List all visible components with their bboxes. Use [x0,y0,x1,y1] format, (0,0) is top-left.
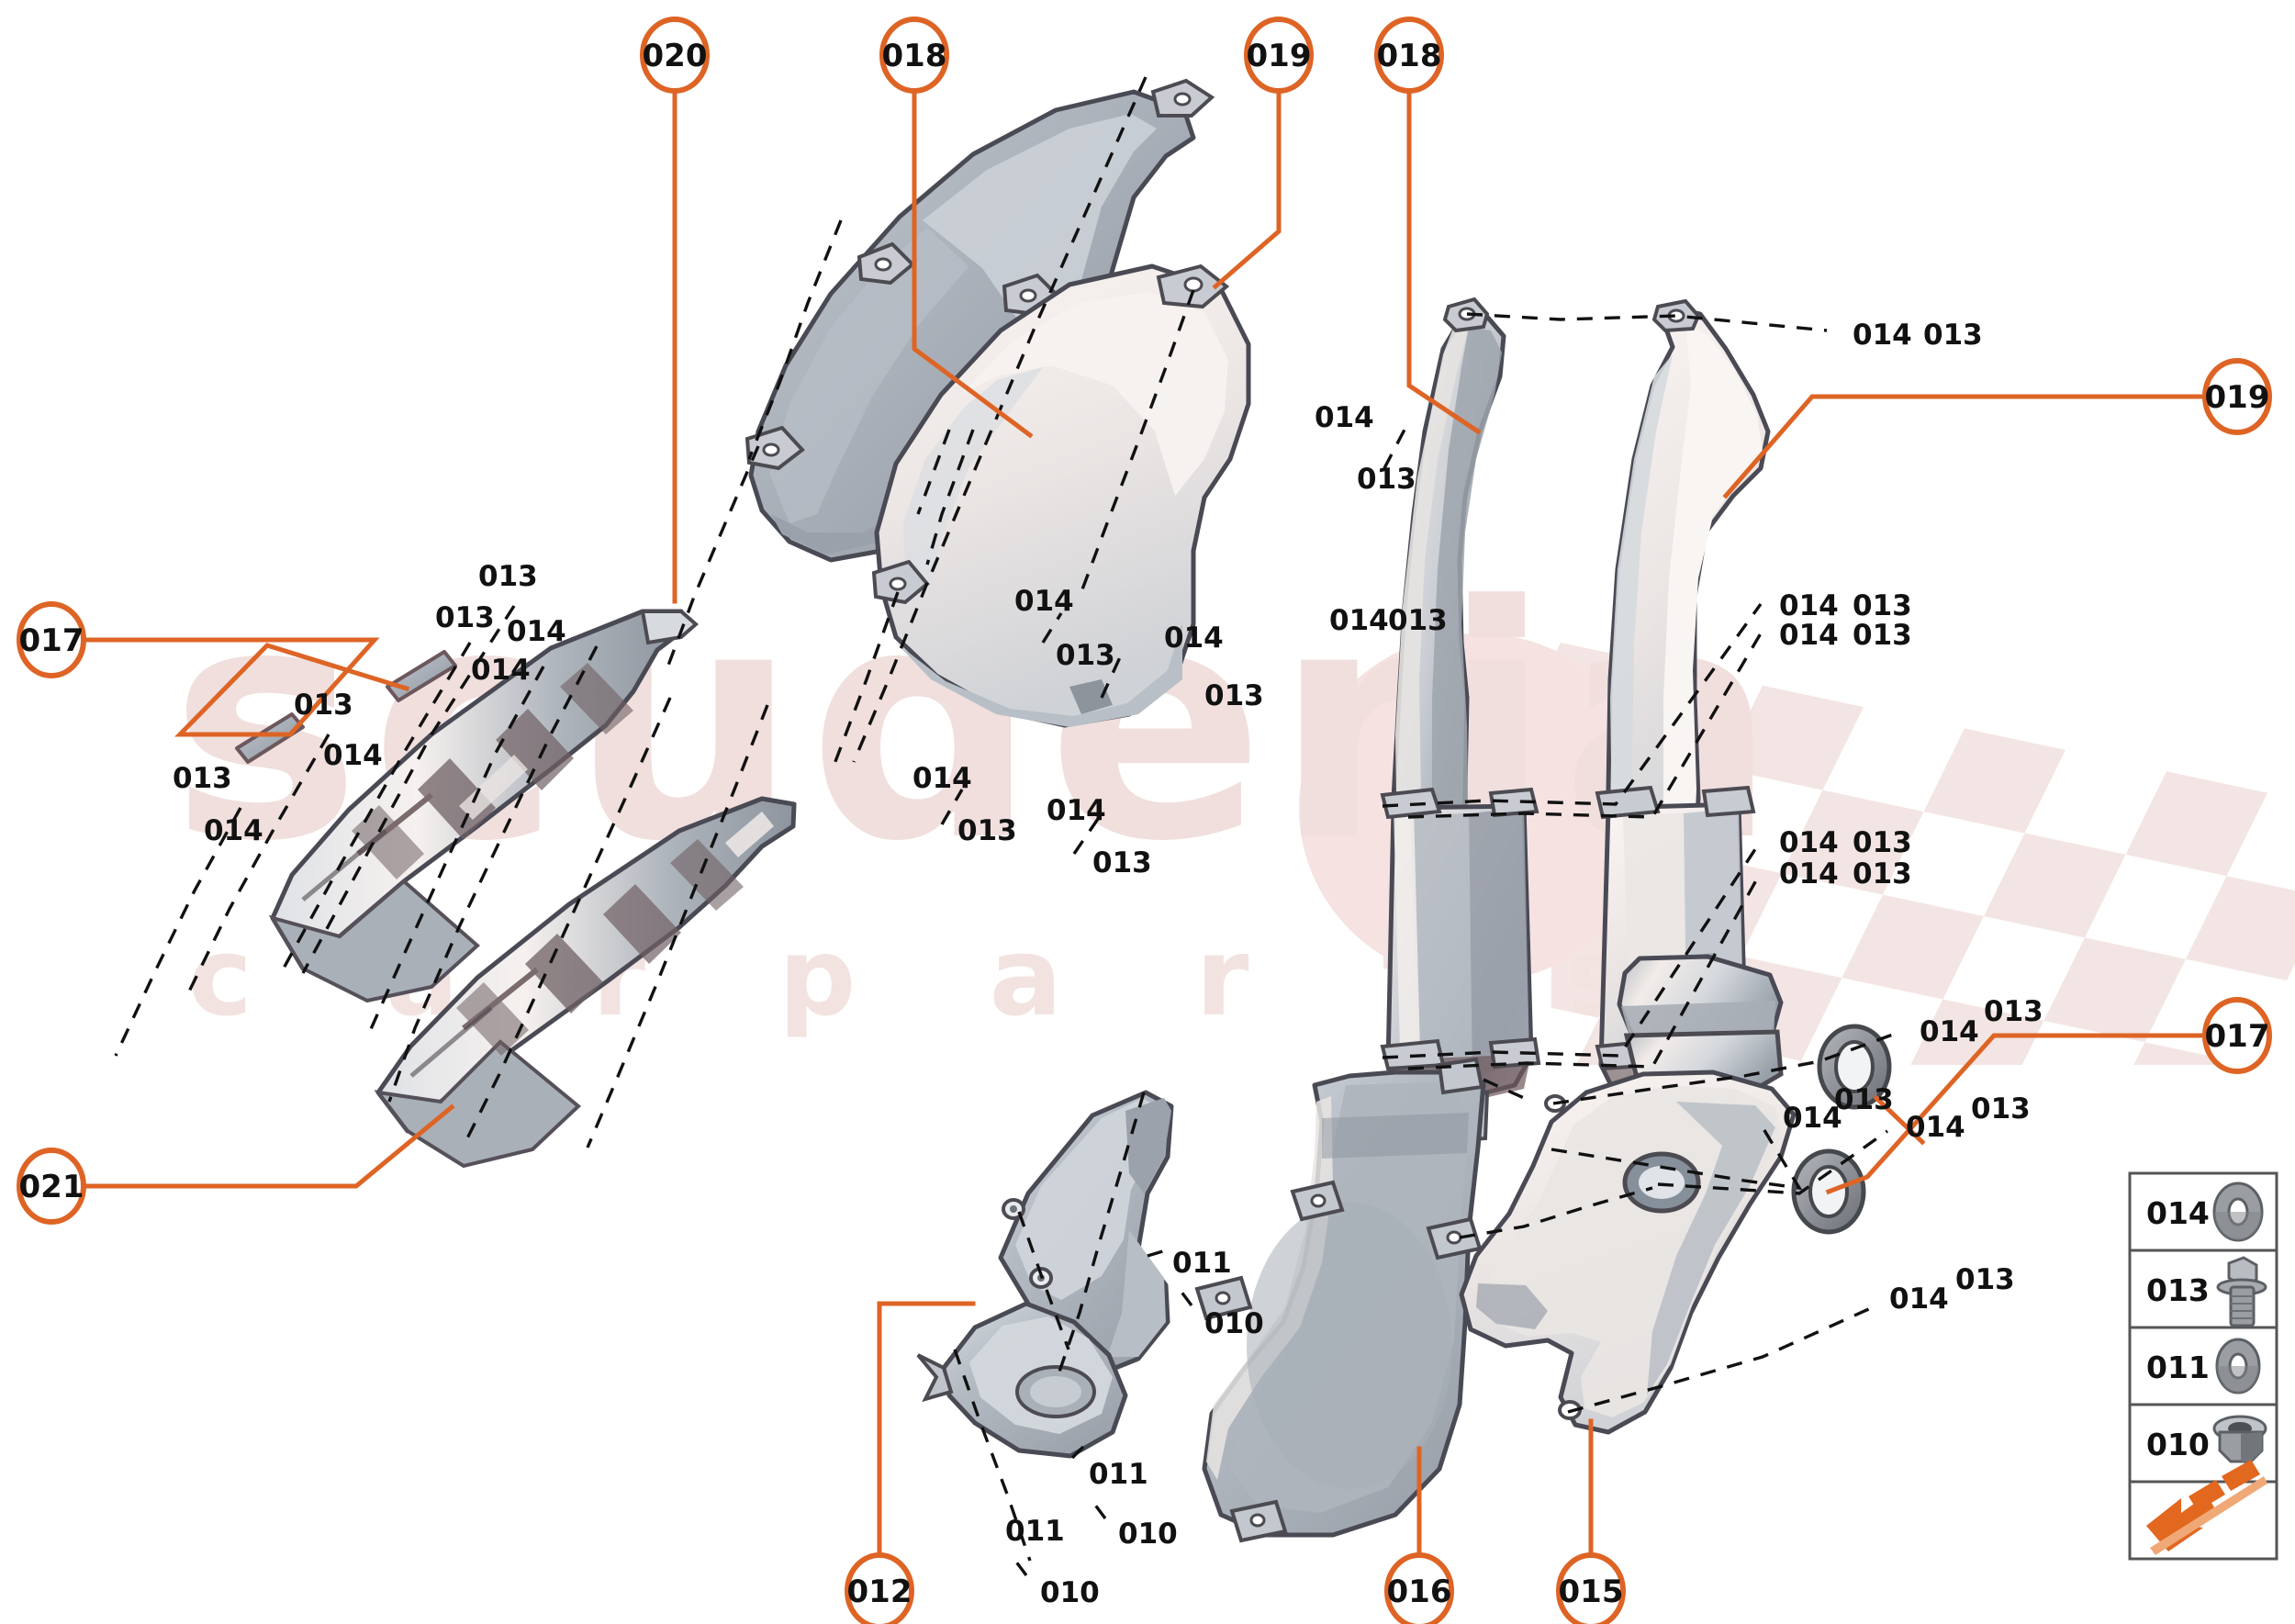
ref-label: 014 [507,615,566,648]
callout-019b[interactable]: 019 [2202,358,2272,435]
legend-row-014-label: 014 [2146,1195,2210,1231]
ref-label: 014 [1329,604,1389,637]
part-020-tip [640,610,700,645]
ref-label: 013 [1388,604,1448,637]
legend-row-011-label: 011 [2146,1350,2210,1385]
ref-label: 014 [471,654,531,687]
ref-label: 014 [1779,589,1839,622]
leader-017b [1825,1033,2206,1195]
ref-label: 014 [1779,857,1839,890]
part-018-upper-shield [744,78,1215,563]
ref-label: 011 [1089,1458,1148,1491]
ref-label: 014 [912,762,972,795]
ref-label: 014 [323,739,383,772]
ref-label: 013 [1853,826,1912,859]
callout-018a-label: 018 [882,38,947,74]
ref-label: 010 [1204,1307,1264,1340]
callout-021[interactable]: 021 [17,1148,86,1225]
ref-label: 013 [1853,857,1912,890]
ref-label: 014 [1315,401,1374,434]
ref-label: 013 [1971,1092,2031,1126]
ref-label: 011 [1005,1515,1065,1548]
ref-label: 014 [1906,1111,1965,1144]
ref-label: 014 [1779,826,1839,859]
callout-019a[interactable]: 019 [1244,17,1314,94]
ref-label: 013 [294,689,353,722]
leader-018a [912,85,1034,439]
callout-021-label: 021 [19,1169,84,1205]
ref-label: 014 [1920,1015,1979,1048]
ref-label: 013 [1984,995,2043,1028]
legend-row-010-label: 010 [2146,1427,2210,1462]
flange-bolt-icon [2216,1256,2267,1327]
callout-015-label: 015 [1559,1574,1624,1610]
orange-arrow-icon [2146,1460,2267,1555]
part-016-large-duct [1194,1057,1486,1543]
callout-017a[interactable]: 017 [17,601,86,678]
ref-label: 014 [1889,1282,1949,1316]
ref-label: 013 [478,560,538,593]
callout-018a[interactable]: 018 [879,17,949,94]
part-012-small-duct [916,1090,1174,1459]
callout-017b[interactable]: 017 [2202,997,2272,1074]
callout-018b[interactable]: 018 [1374,17,1444,94]
ref-label: 014 [1164,622,1224,655]
ref-label: 014 [1783,1102,1842,1135]
ref-label: 010 [1118,1518,1178,1551]
ref-label: 013 [1056,639,1115,672]
flange-nut-icon [2212,1415,2267,1463]
leader-012 [877,1301,976,1561]
callout-018b-label: 018 [1377,38,1442,74]
ref-label: 010 [1040,1576,1100,1609]
callout-020-label: 020 [643,38,708,74]
callout-016-label: 016 [1387,1574,1452,1610]
callout-017a-label: 017 [19,622,84,659]
ref-label: 013 [957,814,1017,847]
part-015-curved-shield [1459,954,1797,1435]
ref-label: 014 [1014,585,1074,618]
ref-label: 011 [1172,1247,1232,1280]
ref-label: 014 [1779,619,1839,652]
leader-018b [1406,85,1482,435]
washer-large-icon [2212,1182,2264,1242]
callout-016[interactable]: 016 [1384,1552,1454,1624]
ref-label: 013 [1853,619,1912,652]
leader-017b2 [1873,1094,1926,1146]
ref-label: 013 [173,762,232,795]
callout-019b-label: 019 [2205,379,2270,416]
callout-012[interactable]: 012 [845,1552,914,1624]
leader-017a [82,637,410,737]
callout-019a-label: 019 [1247,38,1312,74]
leader-019b [1722,394,2206,499]
part-019-upper-duct [871,263,1251,728]
ref-label: 013 [1853,589,1912,622]
ref-label: 013 [1092,846,1152,879]
leader-019a [1212,85,1282,290]
ref-label: 013 [1923,319,1983,352]
ref-label: 013 [1357,463,1416,496]
legend-box: 014 013 011 [2128,1171,2278,1561]
washer-small-icon [2215,1338,2261,1394]
callout-020[interactable]: 020 [640,17,710,94]
ref-label: 013 [435,601,495,634]
ref-label: 014 [1853,319,1912,352]
legend-row-013-label: 013 [2146,1272,2210,1308]
ref-label: 014 [204,814,263,847]
ref-label: 013 [1204,679,1264,712]
callout-015[interactable]: 015 [1556,1552,1626,1624]
ref-label: 013 [1834,1083,1894,1116]
callout-012-label: 012 [847,1574,912,1610]
ref-label: 013 [1955,1263,2015,1296]
callout-017b-label: 017 [2205,1018,2270,1055]
ref-label: 014 [1047,794,1106,827]
leader-021 [82,1103,455,1189]
